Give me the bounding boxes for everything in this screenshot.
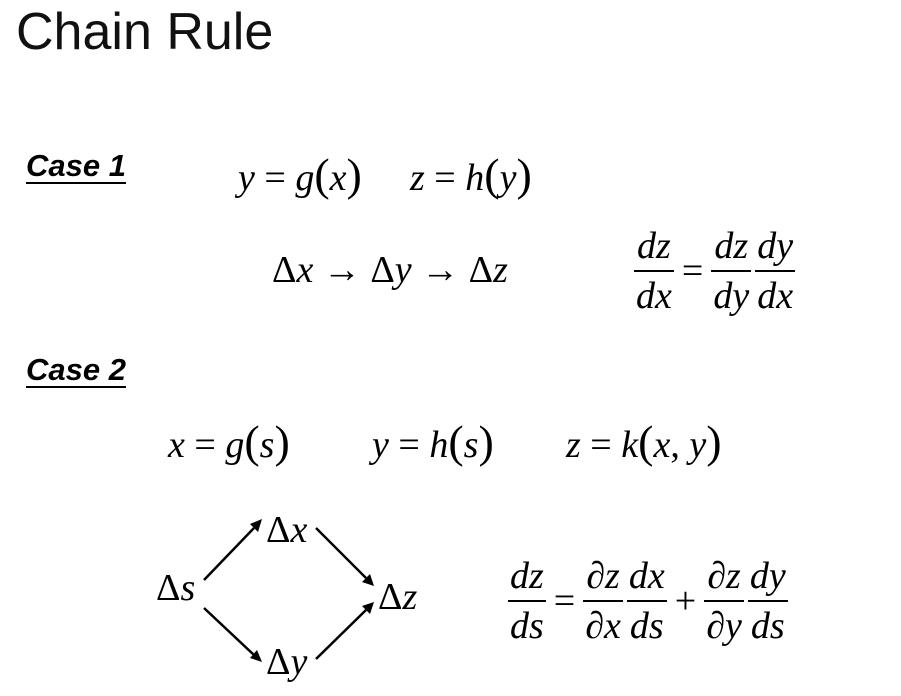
- numerator: dx: [628, 555, 665, 597]
- diagram-node-delta-y: Δy: [266, 641, 308, 683]
- page-title: Chain Rule: [16, 3, 274, 61]
- fraction: ∂z ∂y: [704, 552, 744, 650]
- case1-chain-diagram: Δx → Δy → Δz: [272, 249, 508, 291]
- arrow-s-to-x: [203, 519, 262, 581]
- arrow-x-to-z: [315, 527, 374, 586]
- fraction: dy dx: [755, 222, 796, 320]
- numerator: dz: [714, 225, 749, 267]
- denominator: ds: [629, 605, 664, 647]
- denominator: ∂x: [585, 605, 621, 647]
- fraction: ∂z ∂x: [583, 552, 623, 650]
- plus-sign: +: [674, 580, 697, 622]
- case2-x-equation: x = g(s): [168, 416, 290, 467]
- case2-y-equation: y = h(s): [372, 416, 494, 467]
- case1-y-equation: y = g(x): [238, 149, 362, 200]
- diagram-node-delta-z: Δz: [378, 576, 418, 618]
- case2-chain-rule-formula: dz ds = ∂z ∂x dx ds + ∂z ∂y dy ds: [506, 552, 790, 650]
- fraction: dz dy: [711, 222, 752, 320]
- case-2-label: Case 2: [26, 352, 126, 387]
- numerator: dz: [637, 225, 671, 267]
- arrow-s-to-y: [203, 607, 262, 662]
- arrow-y-to-z: [315, 602, 374, 660]
- fraction: dz dx: [634, 222, 674, 320]
- numerator: dz: [510, 555, 544, 597]
- denominator: dx: [636, 275, 672, 317]
- diagram-node-delta-x: Δx: [266, 509, 308, 551]
- case1-z-equation: z = h(y): [410, 149, 532, 200]
- fraction: dx ds: [626, 552, 667, 650]
- fraction: dy ds: [747, 552, 788, 650]
- case1-chain-rule-formula: dz dx = dz dy dy dx: [632, 222, 797, 320]
- case-1-label: Case 1: [26, 148, 126, 183]
- equals-sign: =: [553, 580, 576, 622]
- numerator: ∂z: [586, 555, 620, 597]
- denominator: dy: [713, 275, 750, 317]
- numerator: dy: [757, 225, 794, 267]
- denominator: ds: [750, 605, 785, 647]
- denominator: ∂y: [706, 605, 742, 647]
- denominator: ds: [510, 605, 544, 647]
- numerator: dy: [749, 555, 786, 597]
- numerator: ∂z: [707, 555, 741, 597]
- fraction: dz ds: [508, 552, 546, 650]
- case2-z-equation: z = k(x, y): [566, 416, 722, 467]
- diagram-node-delta-s: Δs: [156, 567, 196, 609]
- denominator: dx: [757, 275, 794, 317]
